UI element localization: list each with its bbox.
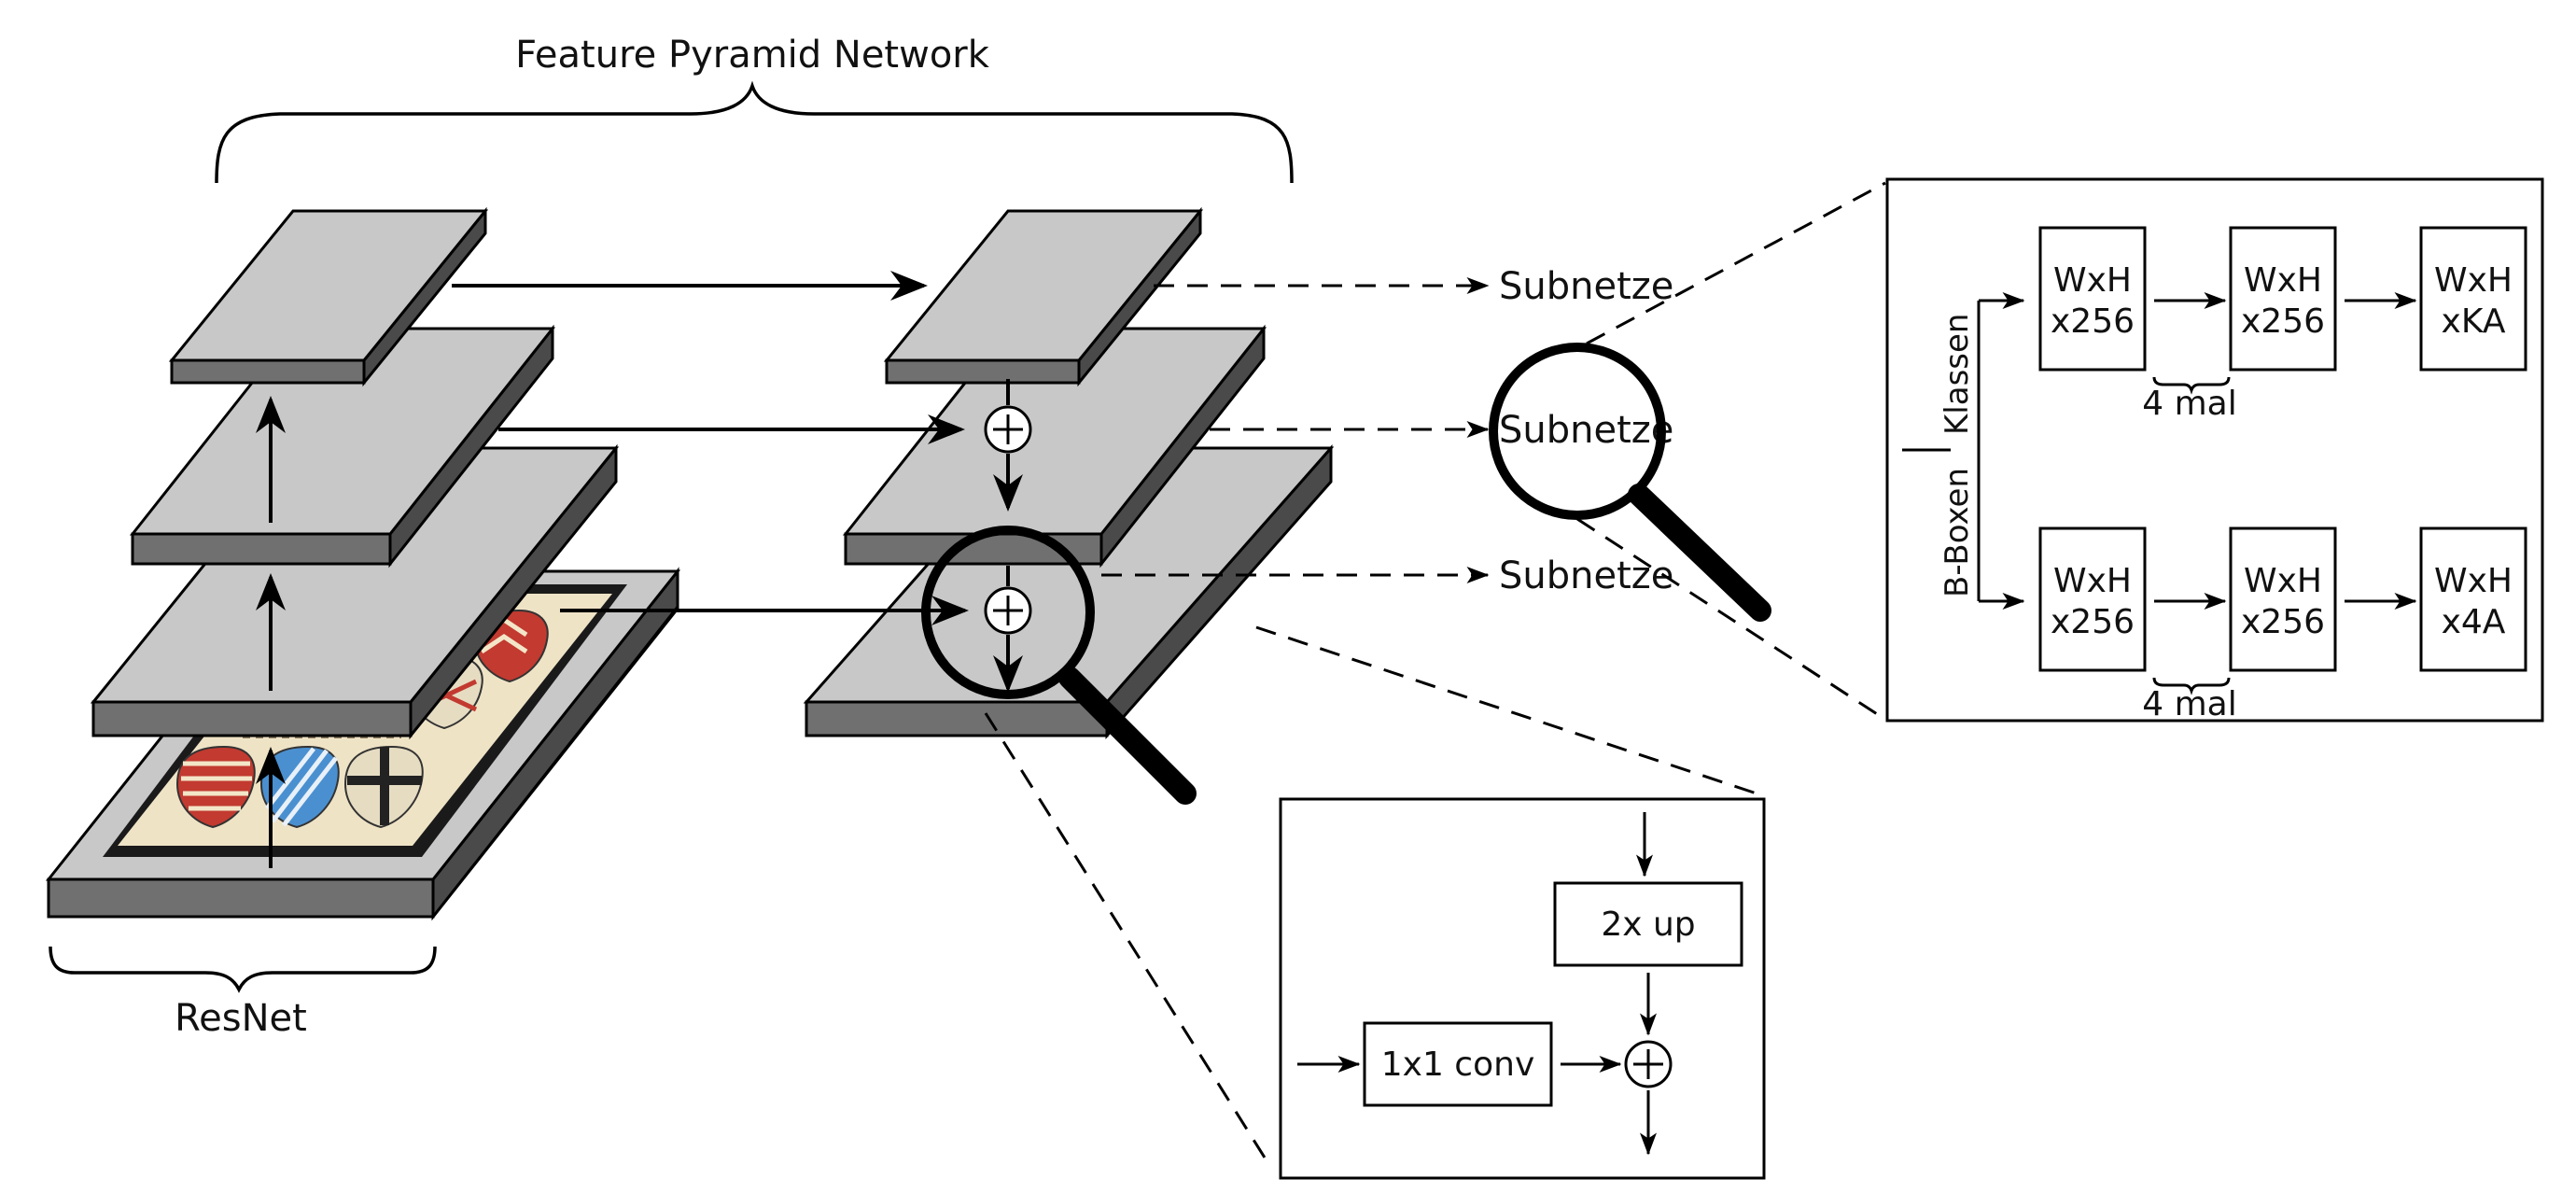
resnet-layer-2 — [129, 324, 556, 568]
svg-text:WxH: WxH — [2244, 562, 2322, 600]
repeat-brace-bottom — [2152, 677, 2231, 695]
resnet-label: ResNet — [175, 997, 307, 1040]
diagram-title: Feature Pyramid Network — [515, 34, 990, 77]
bbox-box-1: WxH x256 — [2038, 526, 2147, 672]
repeat-brace-top — [2152, 376, 2231, 395]
fpn-layer-1 — [883, 206, 1204, 387]
merge-panel — [1279, 797, 1766, 1180]
bbox-box-2: WxH x256 — [2229, 526, 2337, 672]
svg-text:WxH: WxH — [2053, 261, 2132, 300]
svg-text:xKA: xKA — [2442, 302, 2506, 341]
fpn-brace — [215, 80, 1294, 184]
class-box-2: WxH x256 — [2229, 226, 2337, 372]
resnet-brace — [49, 946, 437, 993]
subnet-label-2: Subnetze — [1499, 409, 1673, 452]
plus-circle-icon — [984, 405, 1032, 454]
zoom-line-subnet-top — [1586, 181, 1886, 345]
resnet-layer-1 — [168, 206, 489, 387]
resnet-layer-3 — [90, 443, 620, 740]
subnet-label-3: Subnetze — [1499, 554, 1673, 597]
svg-text:WxH: WxH — [2434, 261, 2513, 300]
magnifier-icon — [1489, 343, 1771, 622]
branch-label-bbox: B-Boxen — [1939, 468, 1976, 597]
subnet-label-1: Subnetze — [1499, 265, 1673, 308]
svg-text:x256: x256 — [2241, 603, 2325, 641]
repeat-label-bottom: 4 mal — [2142, 685, 2236, 723]
repeat-label-top: 4 mal — [2142, 385, 2236, 423]
plus-circle-icon — [984, 586, 1032, 635]
conv-box: 1x1 conv — [1363, 1021, 1553, 1107]
bbox-box-3: WxH x4A — [2419, 526, 2527, 672]
svg-text:x4A: x4A — [2442, 603, 2506, 641]
svg-text:WxH: WxH — [2244, 261, 2322, 300]
svg-text:1x1 conv: 1x1 conv — [1381, 1046, 1535, 1084]
svg-text:WxH: WxH — [2053, 562, 2132, 600]
zoom-line-merge-bottom — [984, 712, 1271, 1166]
class-box-1: WxH x256 — [2038, 226, 2147, 372]
magnifier-icon — [921, 526, 1197, 805]
fpn-layer-3 — [803, 444, 1335, 739]
svg-text:WxH: WxH — [2434, 562, 2513, 600]
svg-text:x256: x256 — [2241, 302, 2325, 341]
svg-text:x256: x256 — [2051, 302, 2135, 341]
branch-label-class: Klassen — [1939, 314, 1976, 435]
svg-text:2x up: 2x up — [1601, 905, 1695, 944]
zoom-line-subnet-bottom — [1576, 517, 1888, 723]
plus-circle-icon — [1624, 1040, 1673, 1088]
svg-text:x256: x256 — [2051, 603, 2135, 641]
class-box-3: WxH xKA — [2419, 226, 2527, 372]
upsample-box: 2x up — [1553, 881, 1743, 967]
zoom-line-merge-top — [1255, 625, 1763, 797]
